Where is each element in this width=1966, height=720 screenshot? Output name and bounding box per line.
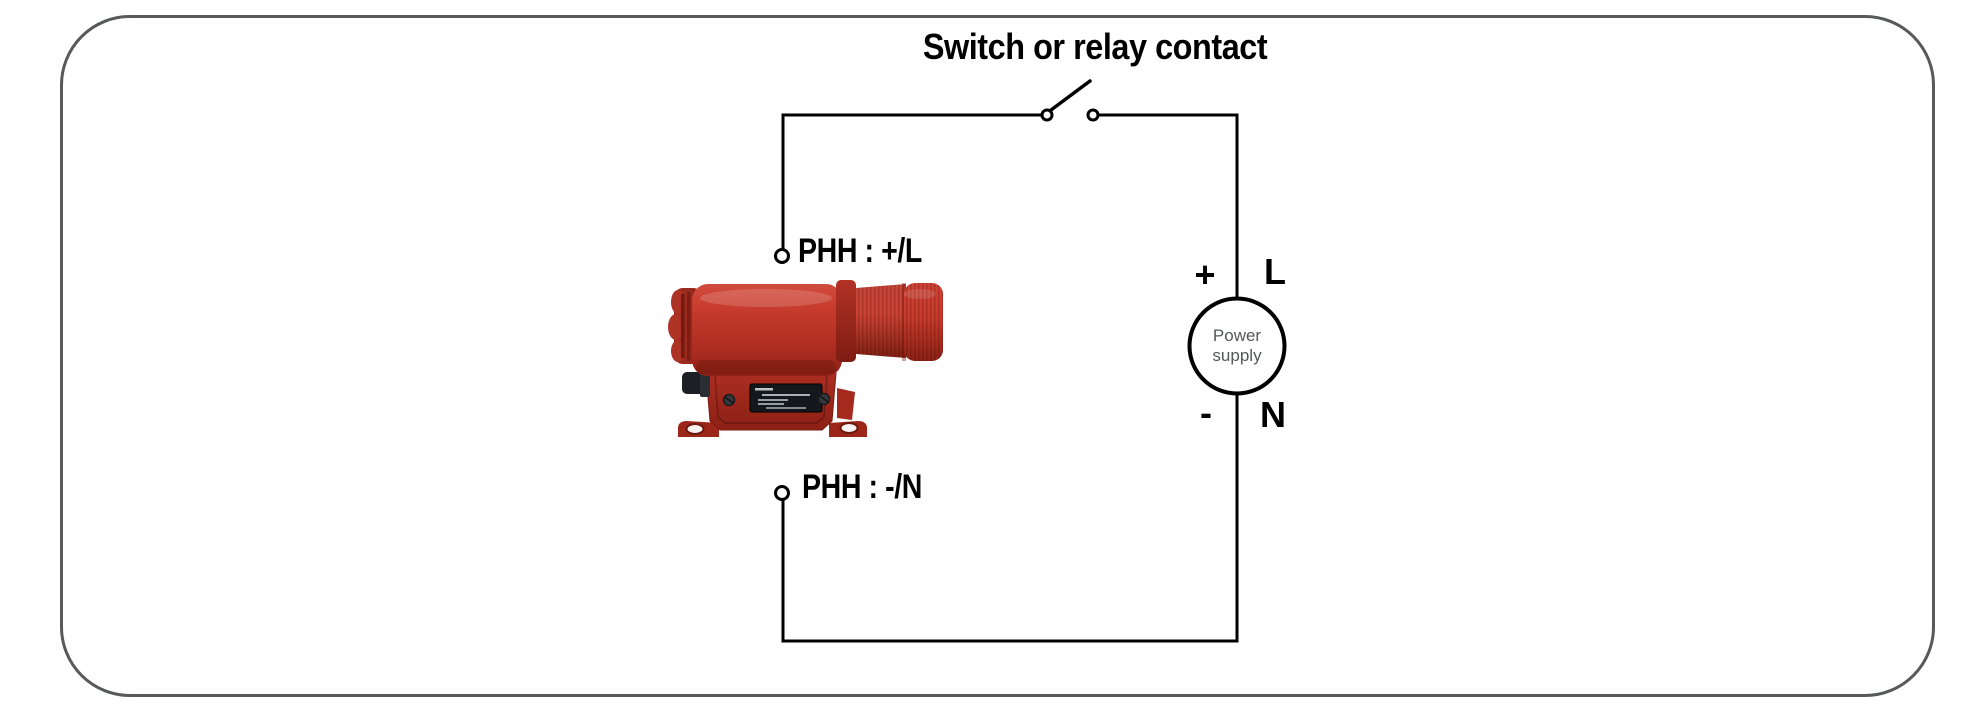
line-l-label: L <box>1264 251 1286 292</box>
terminal-label-positive: PHH : +/L <box>798 232 922 270</box>
switch-contact-right <box>1086 108 1100 122</box>
neutral-n-label: N <box>1260 394 1286 435</box>
body-cylinder <box>692 284 842 376</box>
terminal-circle-negative <box>774 485 790 501</box>
diagram-title: Switch or relay contact <box>922 26 1268 67</box>
power-supply-label: Power supply <box>1212 326 1262 365</box>
coupler-ring <box>836 280 856 362</box>
polarity-minus-label: - <box>1200 392 1212 433</box>
mounting-feet <box>678 421 867 437</box>
beacon-lens <box>856 283 943 361</box>
terminal-label-negative: PHH : -/N <box>802 468 922 506</box>
rounded-border-frame <box>60 15 1935 697</box>
alarm-device-image <box>668 280 943 437</box>
terminal-circle-positive <box>774 248 790 264</box>
switch-lever <box>1049 79 1092 112</box>
nameplate-label <box>749 383 823 413</box>
polarity-plus-label: + <box>1194 254 1216 295</box>
screws <box>722 392 831 407</box>
cable-gland <box>682 369 710 397</box>
switch-contact-left <box>1040 108 1054 122</box>
wire-bottom <box>781 393 1239 643</box>
wire-top-right <box>1099 113 1239 299</box>
wire-top-left <box>781 113 1042 249</box>
